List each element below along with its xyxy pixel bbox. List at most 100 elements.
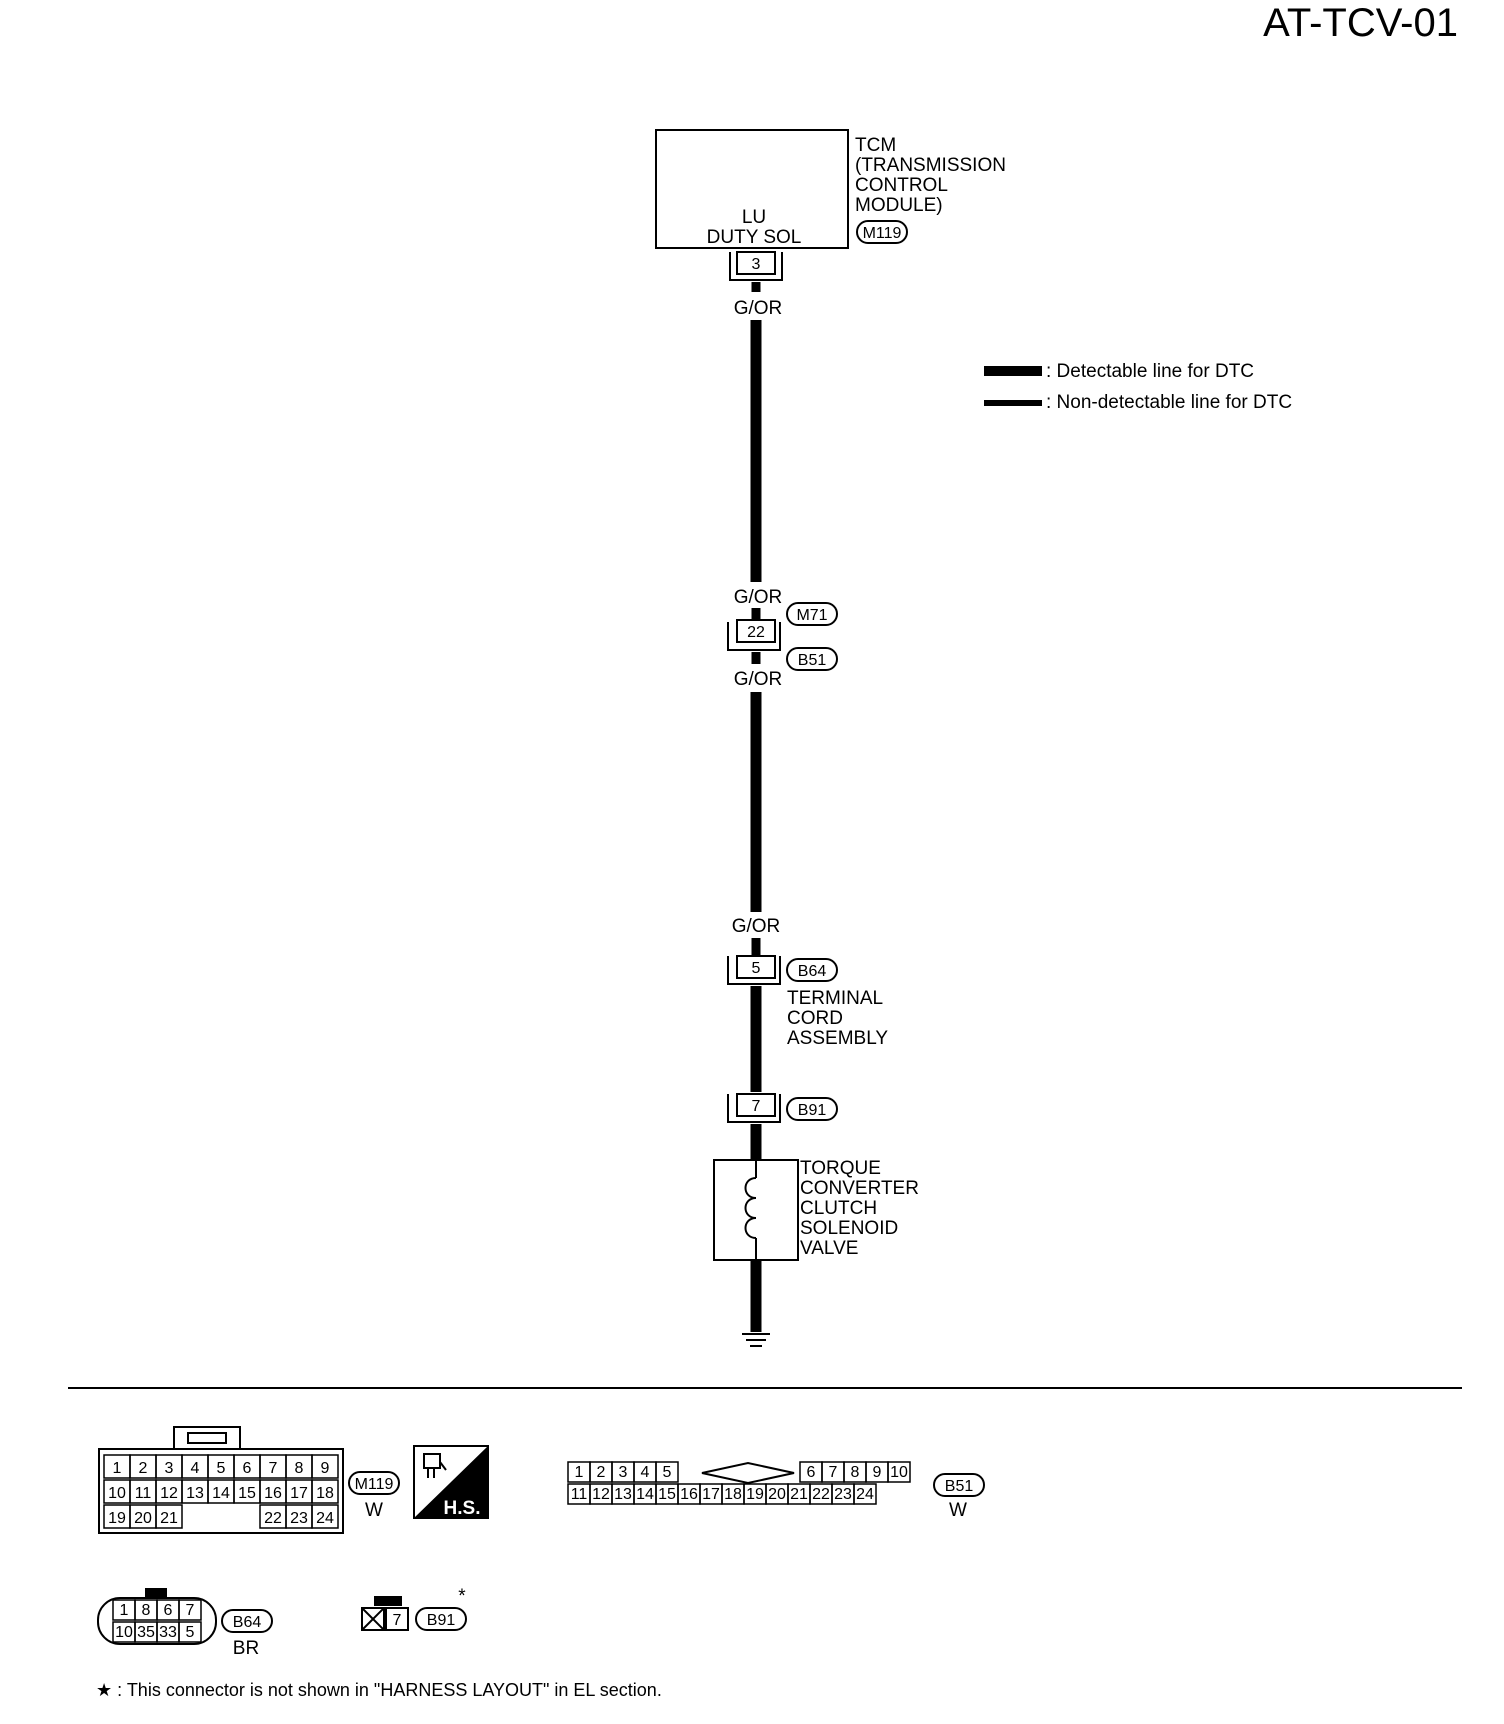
b64-terminal-number: 5 bbox=[752, 960, 761, 977]
b64-pin-7-cell bbox=[178, 1599, 202, 1621]
m119-pin-3: 3 bbox=[165, 1460, 174, 1477]
tcm-pin-label-line-2: DUTY SOL bbox=[707, 227, 802, 248]
tcm-label-line-4: MODULE) bbox=[855, 195, 943, 216]
tcm-connector-id: M119 bbox=[863, 225, 902, 242]
b91-view-mark: * bbox=[458, 1586, 466, 1607]
b51-pin-10: 10 bbox=[890, 1464, 908, 1481]
b64-pin-5-cell bbox=[178, 1621, 202, 1643]
terminal-cord-label-line-2: CORD bbox=[787, 1008, 843, 1029]
b51-pin-5: 5 bbox=[663, 1464, 672, 1481]
m119-view-id: M119 bbox=[355, 1476, 394, 1493]
m119-pin-9: 9 bbox=[321, 1460, 330, 1477]
tcm-connector-oval bbox=[856, 220, 908, 244]
m71-connector-oval bbox=[786, 602, 838, 626]
joint-connector-terminal: 22 bbox=[747, 624, 765, 641]
b51-pin-14: 14 bbox=[636, 1486, 654, 1503]
m119-view-color: W bbox=[365, 1500, 383, 1521]
b51-pin-17: 17 bbox=[702, 1486, 720, 1503]
legend-non-detectable-text: : Non-detectable line for DTC bbox=[1046, 392, 1292, 413]
m119-pin-14: 14 bbox=[212, 1485, 230, 1502]
m119-pin-12: 12 bbox=[160, 1485, 178, 1502]
b51-pin-20: 20 bbox=[768, 1486, 786, 1503]
b51-pin-18: 18 bbox=[724, 1486, 742, 1503]
b91-view-id: B91 bbox=[427, 1612, 456, 1629]
b91-terminal-number: 7 bbox=[752, 1098, 761, 1115]
terminal-cord-label-line-1: TERMINAL bbox=[787, 988, 883, 1009]
b51-pin-21: 21 bbox=[790, 1486, 808, 1503]
b64-connector-oval bbox=[786, 958, 838, 982]
m119-pin-5: 5 bbox=[217, 1460, 226, 1477]
b91-connector-id: B91 bbox=[798, 1102, 827, 1119]
joint-connector-bracket bbox=[727, 622, 781, 651]
b64-pin-5: 5 bbox=[186, 1624, 195, 1641]
m119-pin-20: 20 bbox=[134, 1510, 152, 1527]
footnote: ★ : This connector is not shown in "HARN… bbox=[96, 1680, 662, 1700]
b64-terminal-bracket bbox=[727, 956, 781, 985]
m119-pin-11: 11 bbox=[135, 1485, 152, 1502]
m119-pin-16: 16 bbox=[264, 1485, 282, 1502]
b51-pin-9: 9 bbox=[873, 1464, 882, 1481]
legend-detectable-text: : Detectable line for DTC bbox=[1046, 361, 1254, 382]
b51-pin-11: 11 bbox=[571, 1486, 588, 1503]
solenoid-coil-icon bbox=[744, 1177, 757, 1239]
m119-pin-24-cell bbox=[311, 1504, 339, 1529]
m119-pin-7: 7 bbox=[269, 1460, 278, 1477]
b51-pin-24-cell bbox=[853, 1483, 877, 1505]
b51-pin-6: 6 bbox=[807, 1464, 816, 1481]
tcm-label-line-3: CONTROL bbox=[855, 175, 948, 196]
b64-pin-8: 8 bbox=[142, 1602, 151, 1619]
m119-pin-21-cell bbox=[155, 1504, 183, 1529]
tcm-label-line-1: TCM bbox=[855, 135, 896, 156]
m119-pin-9-cell bbox=[311, 1454, 339, 1479]
b51-pin-12: 12 bbox=[592, 1486, 610, 1503]
m119-pin-2: 2 bbox=[139, 1460, 148, 1477]
m119-pin-6: 6 bbox=[243, 1460, 252, 1477]
wire-color-b51-out: G/OR bbox=[734, 669, 783, 690]
b64-pin-7: 7 bbox=[186, 1602, 195, 1619]
b51-view-id: B51 bbox=[945, 1478, 974, 1495]
b51-pin-19: 19 bbox=[746, 1486, 764, 1503]
b51-connector-id: B51 bbox=[798, 652, 827, 669]
b51-pin-10-cell bbox=[887, 1461, 911, 1483]
b51-pin-3: 3 bbox=[619, 1464, 628, 1481]
b91-terminal-box bbox=[736, 1093, 776, 1117]
m119-pin-18-cell bbox=[311, 1479, 339, 1504]
wire-color-m71-in: G/OR bbox=[734, 587, 783, 608]
b51-pin-2: 2 bbox=[597, 1464, 606, 1481]
b64-pin-10: 10 bbox=[115, 1624, 133, 1641]
solenoid-label-line-5: VALVE bbox=[800, 1238, 858, 1259]
b51-connector-oval bbox=[786, 647, 838, 671]
joint-connector-box bbox=[736, 619, 776, 643]
b51-pin-15: 15 bbox=[658, 1486, 676, 1503]
solenoid-label-line-2: CONVERTER bbox=[800, 1178, 919, 1199]
tcm-box bbox=[655, 129, 849, 249]
m71-connector-id: M71 bbox=[796, 607, 827, 624]
b91-terminal-bracket bbox=[727, 1094, 781, 1123]
legend-detectable-swatch bbox=[984, 366, 1042, 376]
m119-pin-17: 17 bbox=[290, 1485, 308, 1502]
b51-pin-23: 23 bbox=[834, 1486, 852, 1503]
b51-pin-8: 8 bbox=[851, 1464, 860, 1481]
tcm-label-line-2: (TRANSMISSION bbox=[855, 155, 1006, 176]
m119-pin-19: 19 bbox=[108, 1510, 126, 1527]
b64-terminal-box bbox=[736, 955, 776, 979]
hs-label: H.S. bbox=[444, 1498, 481, 1519]
m119-pin-8: 8 bbox=[295, 1460, 304, 1477]
b51-view-color: W bbox=[949, 1500, 967, 1521]
b91-connector-oval bbox=[786, 1097, 838, 1121]
ground-icon bbox=[742, 1333, 770, 1347]
m119-view-oval bbox=[348, 1471, 400, 1495]
b64-view-color: BR bbox=[233, 1638, 259, 1659]
solenoid-label-line-4: SOLENOID bbox=[800, 1218, 898, 1239]
solenoid-label-line-3: CLUTCH bbox=[800, 1198, 877, 1219]
m119-pin-21: 21 bbox=[160, 1510, 178, 1527]
m119-pin-23: 23 bbox=[290, 1510, 308, 1527]
b51-view-oval bbox=[933, 1473, 985, 1497]
m119-pin-10: 10 bbox=[108, 1485, 126, 1502]
tcm-pin-label-line-1: LU bbox=[742, 207, 766, 228]
b51-pin-4: 4 bbox=[641, 1464, 650, 1481]
b91-view-oval bbox=[415, 1607, 467, 1631]
